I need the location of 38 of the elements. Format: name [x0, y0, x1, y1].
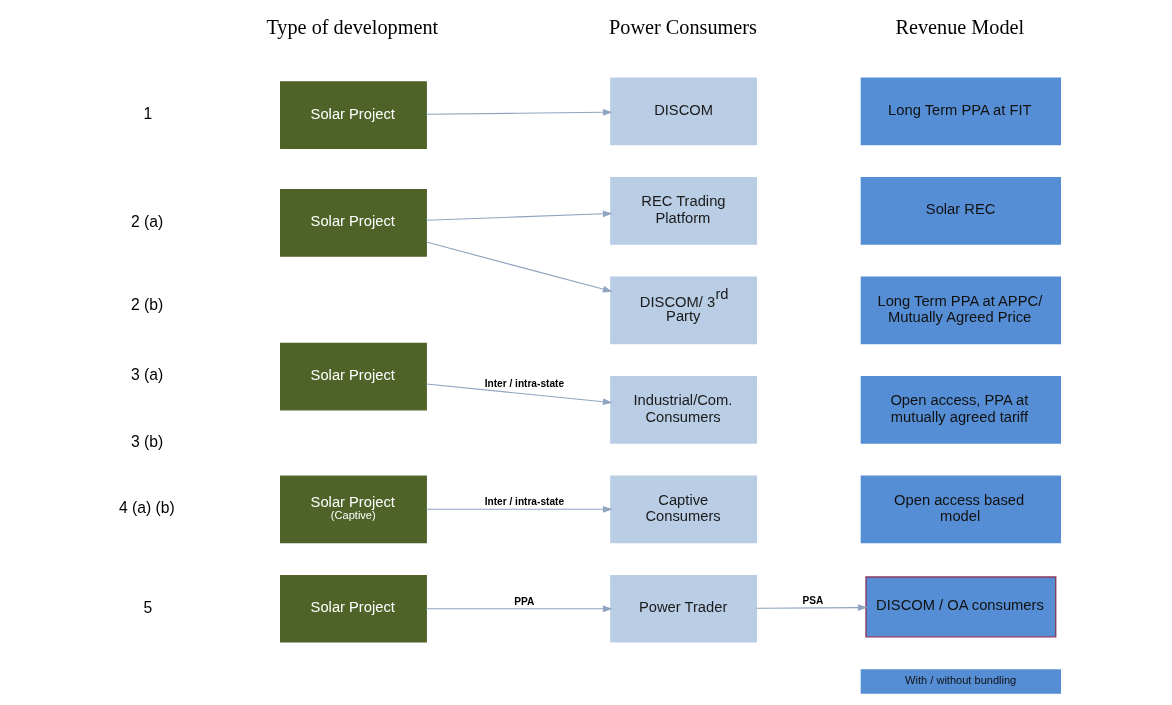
label: Power Consumers	[609, 15, 757, 38]
node-box: Long Term PPA at FIT	[860, 77, 1061, 146]
node-box: With / without bundling	[860, 669, 1061, 694]
node-box: Power Trader	[610, 574, 758, 643]
node-box: REC Trading Platform	[610, 177, 758, 245]
label: 3 (b)	[131, 432, 164, 450]
node-box: Open access based model	[860, 475, 1061, 544]
arrow	[756, 604, 868, 611]
arrow	[425, 383, 613, 406]
label: 5	[143, 598, 153, 616]
node-box: Solar Project	[280, 342, 427, 411]
label: Revenue Model	[895, 15, 1025, 38]
node-box: Captive Consumers	[610, 475, 758, 544]
node-box: DISCOM	[610, 77, 758, 146]
label: 2 (b)	[131, 295, 164, 313]
arrow	[425, 108, 613, 116]
edge-label: PPA	[514, 595, 535, 607]
node-box: Solar Project	[280, 574, 427, 643]
arrow	[425, 505, 613, 513]
label: 4 (a) (b)	[119, 499, 175, 517]
label: 3 (a)	[131, 366, 164, 384]
node-box: Open access, PPA at mutually agreed tariff	[860, 376, 1061, 444]
node-box: DISCOM / OA consumers	[865, 576, 1057, 638]
node-box: Solar Project	[280, 81, 427, 149]
node-box: Solar REC	[860, 177, 1061, 245]
label: 2 (a)	[131, 212, 164, 230]
arrow	[425, 605, 613, 613]
node-box: Solar Project (Captive)	[280, 475, 427, 544]
edge-label: PSA	[802, 594, 824, 606]
edge-label: Inter / intra-state	[484, 496, 565, 508]
node-box: Solar Project	[280, 189, 427, 257]
arrow	[425, 241, 613, 293]
node-box: Industrial/Com. Consumers	[610, 376, 758, 444]
edge-label: Inter / intra-state	[484, 377, 565, 389]
label: Type of development	[266, 15, 439, 38]
label: 1	[143, 104, 153, 122]
node-box: Long Term PPA at APPC/ Mutually Agreed Price	[860, 276, 1061, 345]
arrow	[425, 210, 613, 221]
